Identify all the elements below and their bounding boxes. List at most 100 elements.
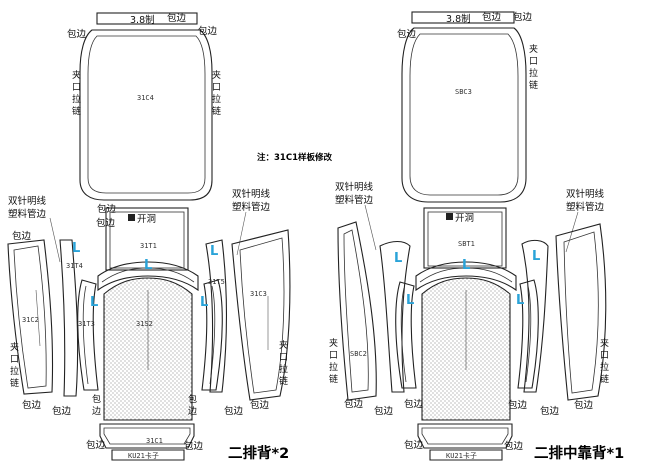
svg-text:口: 口 [329,351,338,361]
svg-text:链: 链 [529,79,538,91]
caption-right: 二排中靠背*1 [534,444,624,462]
svg-text:拉: 拉 [600,361,609,373]
svg-text:口: 口 [600,351,609,361]
svg-text:夹: 夹 [279,339,288,351]
baobian-label: 包边 [574,399,594,411]
shuangzhen-label: 双针明线 [232,188,271,200]
baobian-label: 包边 [344,398,364,410]
code-31c4: 31C4 [137,94,154,102]
baobian-label: 包边 [224,405,244,417]
kaidong-label: 开洞 [455,213,474,224]
svg-text:链: 链 [10,377,19,389]
l-marker: L [90,295,98,310]
baobian-label: 包边 [374,405,394,417]
svg-text:口: 口 [212,83,221,93]
shuangzhen-label: 双针明线 [8,195,47,207]
svg-text:夹: 夹 [212,69,221,81]
shuangzhen-label: 双针明线 [335,181,374,193]
code-ku21: KU21卡子 [446,451,477,460]
svg-text:链: 链 [329,373,338,385]
svg-text:边: 边 [92,406,101,417]
baobian-vertical-left: 包边 [92,393,101,417]
svg-text:夹: 夹 [329,337,338,349]
baobian-label: 包边 [508,399,528,411]
svg-text:夹: 夹 [72,69,81,81]
baobian-label: 包边 [513,11,533,23]
baobian-label: 包边 [397,28,417,40]
l-marker: L [210,244,218,259]
svg-text:链: 链 [212,105,221,117]
strip-right [521,239,549,393]
caption-left: 二排背*2 [228,444,289,462]
top-width-label: 3.8制 [446,13,471,25]
baobian-label: 包边 [504,440,524,452]
suliao-label: 塑料管边 [566,201,605,213]
top-width-label: 3.8制 [130,14,155,26]
baobian-label: 包边 [540,405,560,417]
panel-31c1: 31C1 KU21卡子 [99,423,195,461]
svg-text:口: 口 [279,353,288,363]
svg-text:夹: 夹 [10,341,19,353]
code-ku21: KU21卡子 [128,451,159,460]
code-31s2: 31S2 [136,320,153,328]
code-sbc3: SBC3 [455,88,472,96]
suliao-label: 塑料管边 [8,208,47,220]
panel-31s2: 31S2 [103,277,193,421]
code-sbc2: SBC2 [350,350,367,358]
svg-text:链: 链 [279,375,288,387]
l-marker: L [72,241,80,256]
svg-text:链: 链 [600,373,609,385]
baobian-label: 包边 [198,25,218,37]
svg-text:夹: 夹 [529,43,538,55]
panel-31t5: 31T5 [205,239,228,393]
baobian-label: 包边 [67,28,87,40]
panel-right-side [555,223,607,401]
l-marker: L [200,295,208,310]
baobian-label: 包边 [404,439,424,451]
panel-31c3: 31C3 [231,229,291,401]
svg-text:包: 包 [92,393,101,405]
curved-bands-right [395,261,539,389]
svg-text:拉: 拉 [529,67,538,79]
baobian-label: 包边 [12,230,32,242]
panel-sbc2: SBC2 [337,221,377,401]
panel-right-seat [421,277,511,421]
l-marker: L [144,258,152,273]
svg-text:链: 链 [72,105,81,117]
svg-text:拉: 拉 [329,361,338,373]
suliao-label: 塑料管边 [335,194,374,206]
baobian-label: 包边 [97,203,117,215]
baobian-label: 包边 [404,398,424,410]
code-31c2: 31C2 [22,316,39,324]
code-31t1: 31T1 [140,242,157,250]
svg-text:边: 边 [188,406,197,417]
code-31c1: 31C1 [146,437,163,445]
svg-text:口: 口 [72,83,81,93]
baobian-label: 包边 [250,399,270,411]
code-31c3: 31C3 [250,290,267,298]
svg-text:拉: 拉 [212,93,221,105]
baobian-label: 包边 [52,405,72,417]
svg-text:包: 包 [188,393,197,405]
svg-text:拉: 拉 [72,93,81,105]
baobian-label: 包边 [167,12,187,24]
panel-31t4: 31T4 [59,239,83,397]
shuangzhen-label: 双针明线 [566,188,605,200]
kaidong-label: 开洞 [137,214,156,225]
l-marker: L [532,249,540,264]
svg-text:夹: 夹 [600,337,609,349]
code-31t5: 31T5 [208,278,225,286]
l-marker: L [406,293,414,308]
suliao-label: 塑料管边 [232,201,271,213]
note-text: 注：31C1样板修改 [257,152,332,163]
